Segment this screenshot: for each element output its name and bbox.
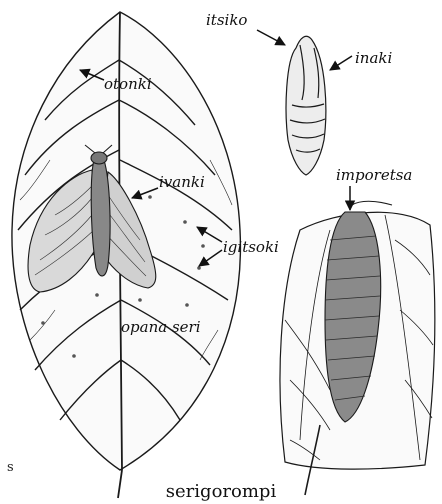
figure-caption: serigorompi [0, 481, 442, 502]
label-igitsoki: igitsoki [223, 240, 279, 255]
label-otonki: otonki [104, 77, 152, 92]
label-itsiko: itsiko [206, 13, 247, 28]
arrow-inaki [330, 56, 352, 70]
pupa-drawing [286, 36, 326, 175]
edge-glyph: s [7, 460, 14, 475]
label-opana-seri: opana seri [121, 320, 201, 335]
label-ivanki: ivanki [159, 175, 205, 190]
label-inaki: inaki [355, 51, 392, 66]
arrow-itsiko [257, 30, 285, 45]
label-imporetsa: imporetsa [336, 168, 412, 183]
